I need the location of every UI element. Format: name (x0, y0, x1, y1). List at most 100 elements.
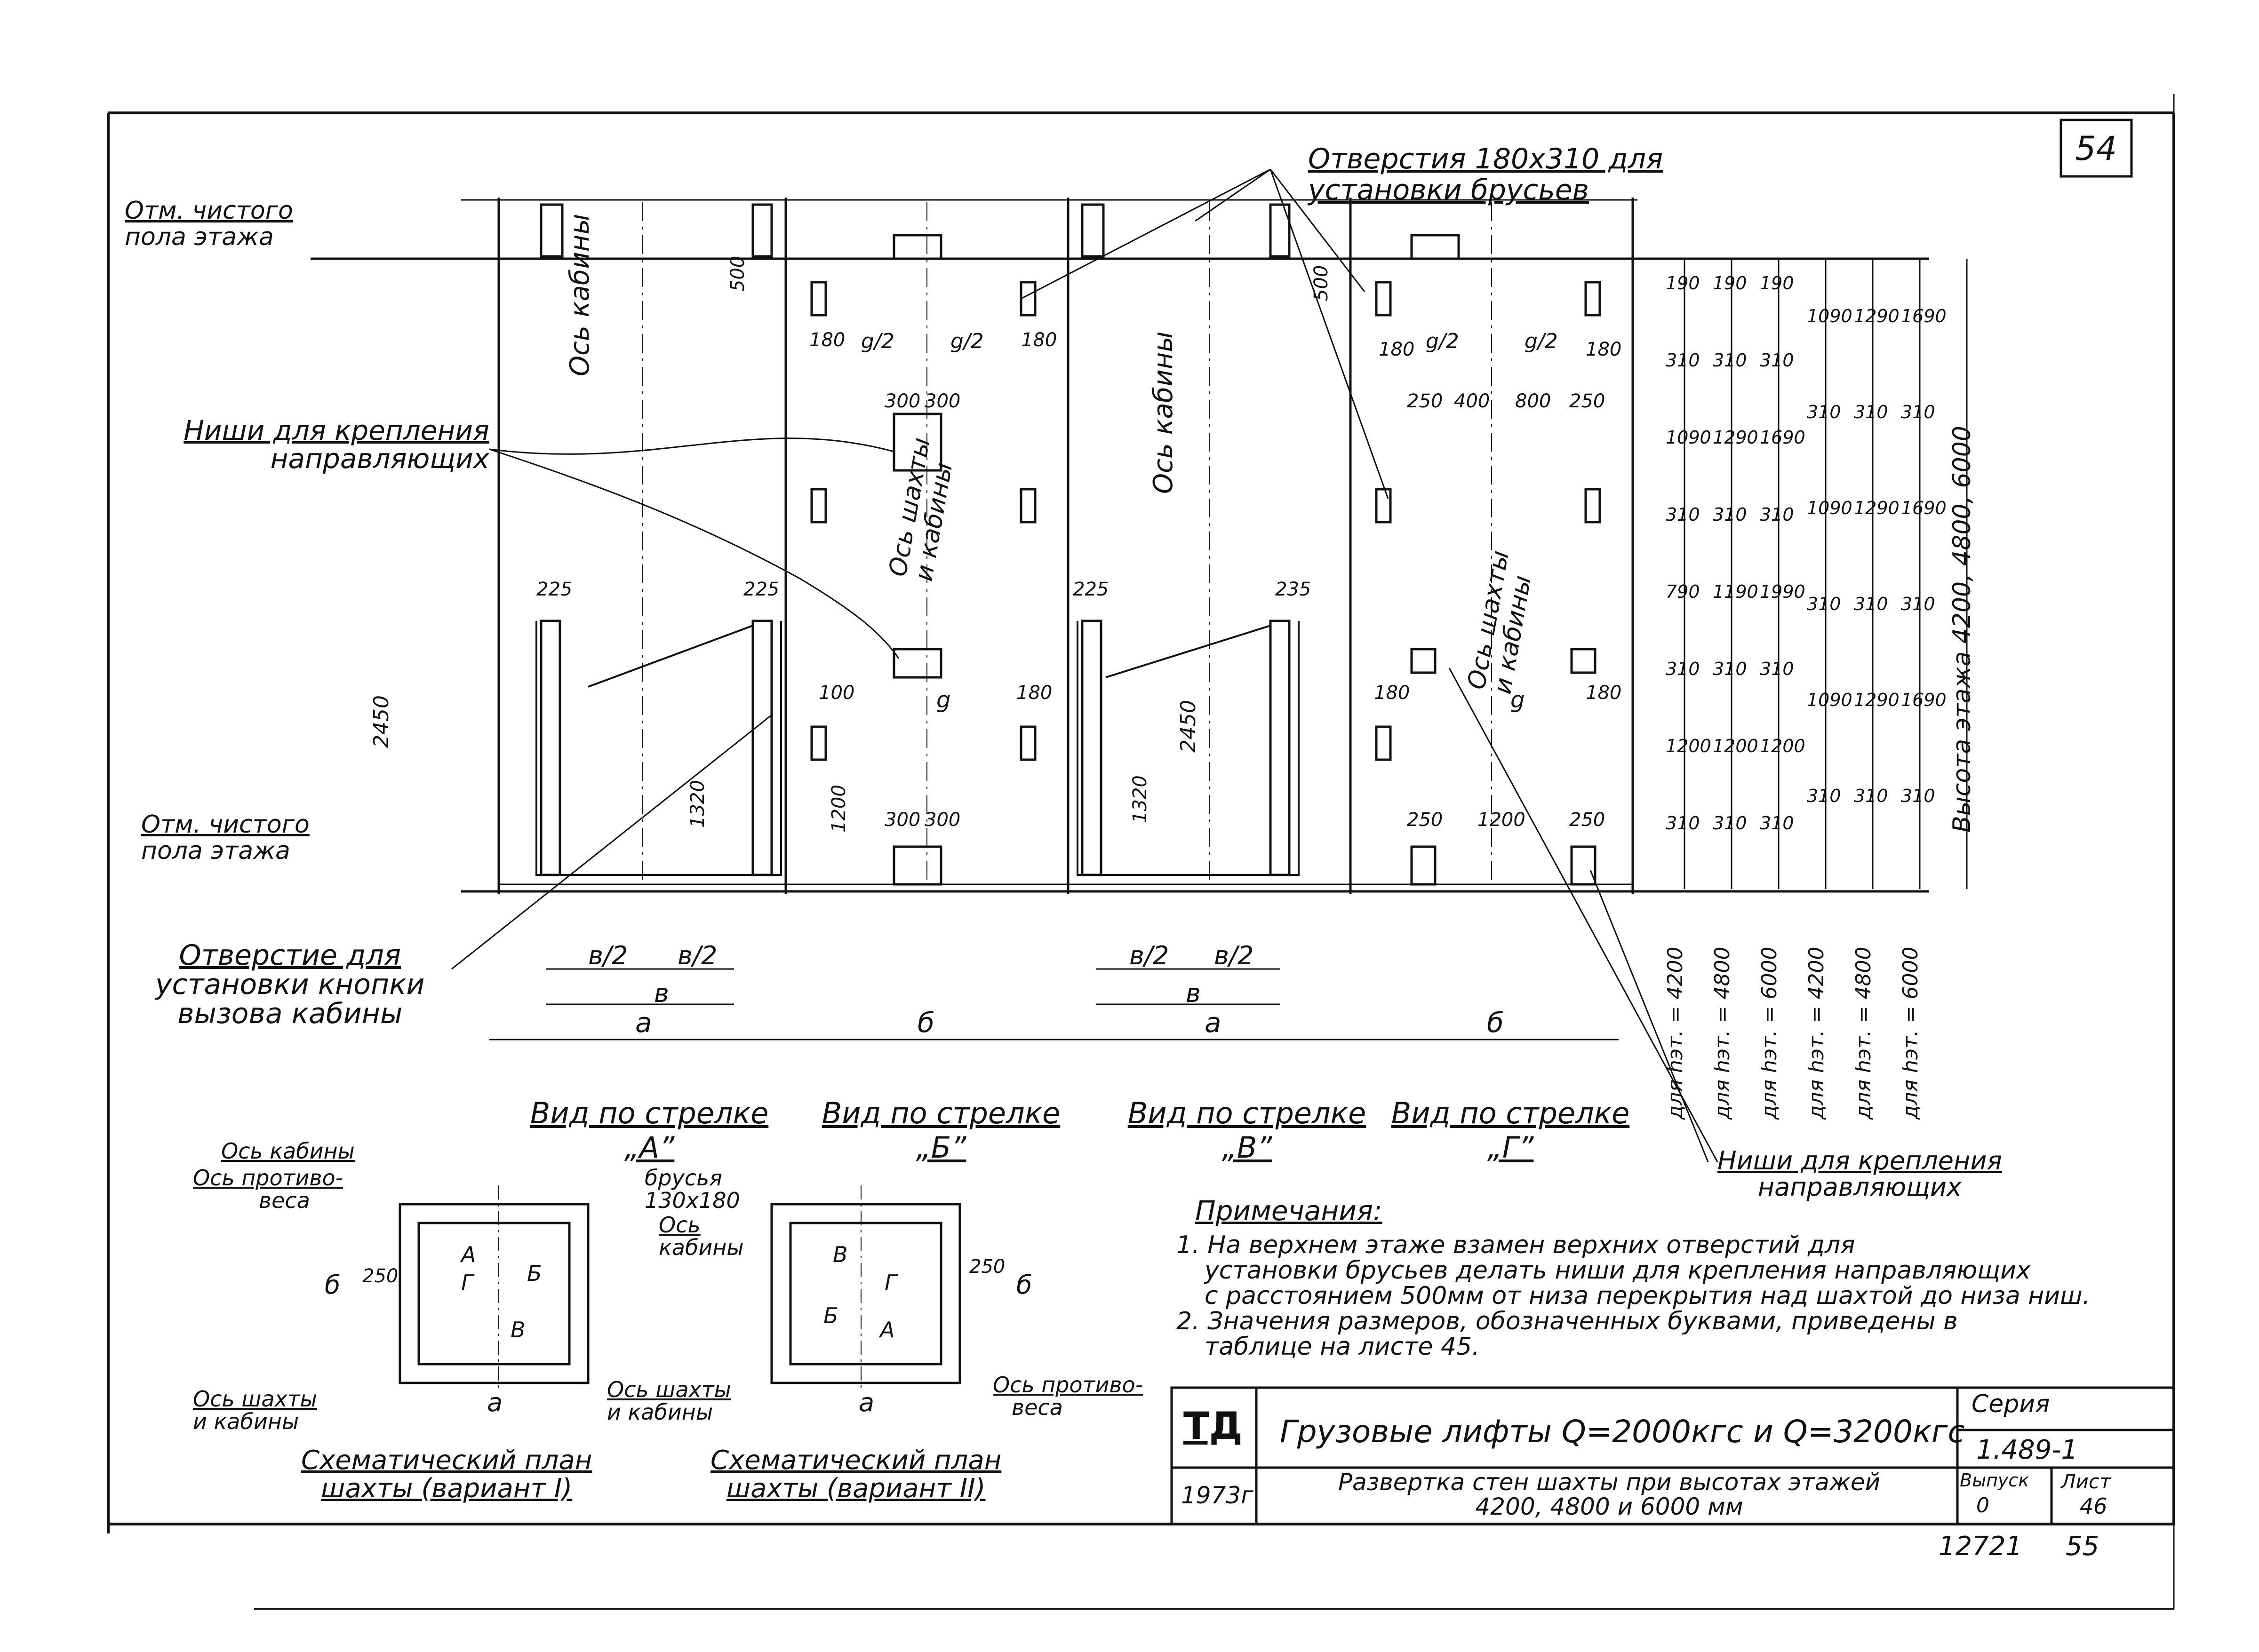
plan-title-2: Схематический план шахты (вариант II) (710, 1445, 1002, 1504)
table-col-label-5: для hэт. = 4800 (1852, 946, 1876, 1120)
dim-300-d: 300 (925, 809, 961, 831)
title-block-subtitle: Развертка стен шахты при высотах этажей … (1338, 1469, 1881, 1520)
plan2-letter-d: Г (885, 1270, 897, 1295)
dim-100: 100 (819, 682, 855, 704)
dim-g-a: g (936, 687, 951, 713)
series-label: Серия (1972, 1390, 2050, 1418)
dim-b-half-3: в/2 (1129, 941, 1169, 970)
dim-1200-b: 1200 (1477, 809, 1525, 831)
dim-250-b: 250 (1569, 390, 1605, 412)
plan1-letter-a: А (461, 1242, 476, 1267)
dim-300-a: 300 (885, 390, 921, 412)
panel-letter-3: а (1205, 1007, 1221, 1039)
call-button-label: Отверстие для установки кнопки вызова ка… (155, 939, 425, 1030)
page-number-box: 54 (2059, 119, 2133, 178)
dim-300-b: 300 (925, 390, 961, 412)
dim-180-f: 180 (1374, 682, 1410, 704)
axis-shaft-label-1: Ось шахты и кабины (884, 435, 958, 583)
dim-180-g: 180 (1586, 682, 1622, 704)
plan-axis-counterweight-2: Ось противо- веса (993, 1372, 1143, 1420)
view-b: Вид по стрелке „Б” (822, 1096, 1061, 1165)
panel-letter-1: а (635, 1007, 652, 1039)
dim-b-half-4: в/2 (1214, 941, 1254, 970)
dim-2450-b: 2450 (1176, 700, 1200, 753)
issue-value: 0 (1976, 1493, 1989, 1517)
dim-b-1: в (654, 978, 669, 1008)
plan-variant-1 (399, 1185, 590, 1392)
table-col-label-6: для hэт. = 6000 (1899, 946, 1923, 1120)
dim-225-a: 225 (536, 579, 573, 600)
table-col-label-3: для hэт. = 6000 (1757, 946, 1781, 1120)
plan1-b: б (325, 1270, 341, 1300)
series-value: 1.489-1 (1976, 1435, 2078, 1465)
panel-letter-2: б (918, 1007, 934, 1039)
plan2-d250: 250 (969, 1256, 1006, 1278)
dim-g-half-c: g/2 (1426, 329, 1459, 353)
dim-b-half-2: в/2 (678, 941, 718, 970)
plan2-letter-b: Б (823, 1303, 838, 1328)
plan1-letter-b: Б (527, 1261, 542, 1286)
niches-left-label: Ниши для крепления направляющих (184, 414, 489, 475)
plan-axis-shaft-2: Ось шахты и кабины (607, 1377, 731, 1425)
dim-2450-a: 2450 (369, 695, 393, 748)
dim-400: 400 (1454, 390, 1490, 412)
dim-250-d: 250 (1569, 809, 1605, 831)
dim-b-2: в (1186, 978, 1201, 1008)
title-block-year: 1973г (1181, 1482, 1253, 1509)
dim-b-half-1: в/2 (588, 941, 628, 970)
wall-panels (311, 198, 1929, 894)
dim-225-b: 225 (743, 579, 780, 600)
panel-letter-4: б (1487, 1007, 1504, 1039)
plan-beams: брусья 130х180 (645, 1165, 740, 1213)
sheet-label: Лист (2061, 1470, 2111, 1493)
dim-g-half-a: g/2 (861, 329, 894, 353)
plan-axis-shaft-1: Ось шахты и кабины (193, 1386, 317, 1434)
dim-1320-a: 1320 (687, 780, 709, 828)
plan2-a: а (859, 1388, 875, 1417)
view-c: Вид по стрелке „В” (1127, 1096, 1366, 1165)
bottom-dimension-lines (489, 968, 1619, 1040)
bottom-code-2: 55 (2066, 1531, 2099, 1562)
dim-800: 800 (1515, 390, 1551, 412)
right-dimension-lines (1684, 259, 1968, 889)
dim-g-half-d: g/2 (1525, 329, 1558, 353)
dim-235: 235 (1275, 579, 1311, 600)
table-col-label-4: для hэт. = 4200 (1804, 946, 1828, 1120)
table-col-label-2: для hэт. = 4800 (1710, 946, 1734, 1120)
dim-1320-b: 1320 (1129, 775, 1151, 823)
title-block-logo: ТД (1183, 1404, 1243, 1448)
dim-g-b: g (1510, 687, 1525, 713)
title-block-title: Грузовые лифты Q=2000кгс и Q=3200кгс (1280, 1414, 1965, 1450)
axis-cabin-label-2: Ось кабины (1148, 331, 1179, 494)
dim-180-b: 180 (1021, 329, 1057, 351)
view-a: Вид по стрелке „А” (530, 1096, 769, 1165)
dim-180-c: 180 (1379, 339, 1415, 360)
page-number: 54 (2075, 129, 2117, 168)
axis-shaft-label-2: Ось шахты и кабины (1462, 548, 1537, 696)
notes-body: 1. На верхнем этаже взамен верхних отвер… (1176, 1231, 2091, 1361)
dim-180-e: 180 (1016, 682, 1053, 704)
dim-1200-a: 1200 (828, 785, 850, 833)
plan-axis-cabin: Ось кабины (221, 1138, 355, 1164)
dim-225-c: 225 (1073, 579, 1109, 600)
dim-g-half-b: g/2 (950, 329, 984, 353)
plan2-b: б (1016, 1270, 1032, 1300)
table-col-label-1: для hэт. = 4200 (1663, 946, 1687, 1120)
dim-250-a: 250 (1407, 390, 1443, 412)
plan1-letter-d: Г (461, 1270, 473, 1295)
plan2-letter-a: А (880, 1317, 895, 1342)
plan1-d250: 250 (362, 1265, 399, 1287)
plan1-a: а (487, 1388, 503, 1417)
floor-mark-top: Отм. чистого пола этажа (125, 197, 293, 251)
title-block-frame (1170, 1386, 2175, 1525)
dim-500-a: 500 (727, 255, 749, 292)
bottom-code-1: 12721 (1939, 1531, 2023, 1562)
sheet-value: 46 (2080, 1493, 2107, 1519)
